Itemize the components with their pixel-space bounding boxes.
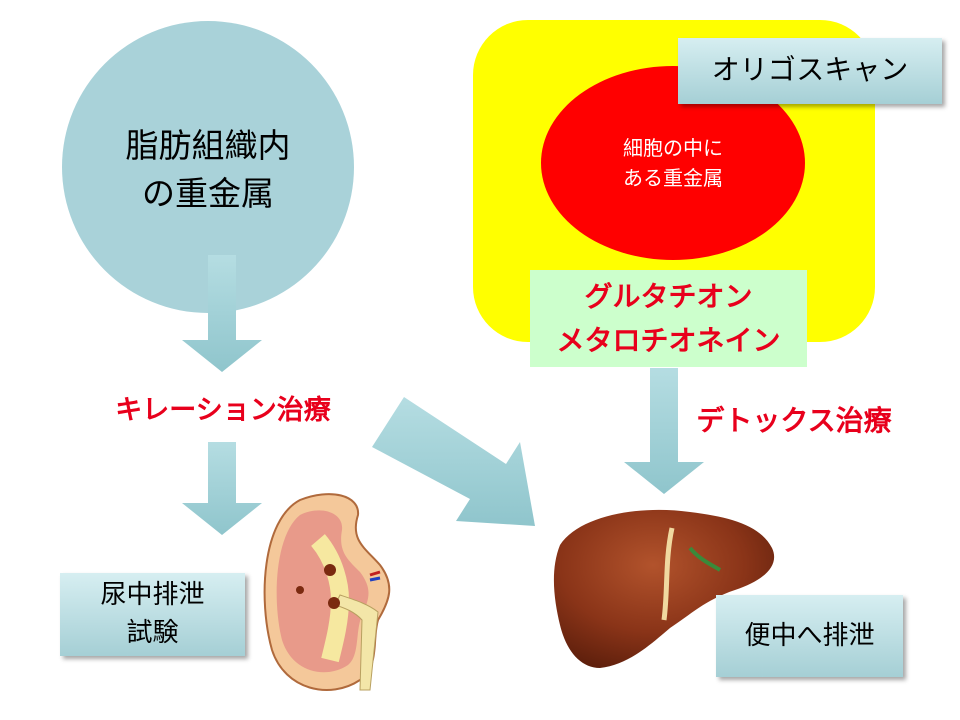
arrow-diagonal (372, 397, 535, 526)
urine-box-text: 尿中排泄 試験 (100, 580, 205, 648)
detox-label: デトックス治療 (696, 404, 892, 437)
kidney-image (263, 493, 391, 691)
liver-image (553, 509, 775, 668)
arrow-down-1 (182, 255, 262, 372)
arrow-down-3 (624, 368, 704, 494)
stool-box-text: 便中へ排泄 (744, 621, 875, 651)
fat-tissue-text: 脂肪組織内 の重金属 (125, 126, 291, 213)
chelation-label: キレーション治療 (115, 395, 331, 426)
arrow-down-2 (182, 442, 262, 535)
stool-box-shape (716, 595, 903, 677)
oligoscan-label: オリゴスキャン (711, 53, 909, 86)
urine-box-shape (60, 573, 245, 656)
cell-text: 細胞の中に ある重金属 (623, 136, 723, 190)
fat-tissue-circle (62, 21, 354, 313)
cell-red-ellipse (541, 66, 805, 260)
glutathione-box-shape (530, 270, 807, 367)
glutathione-text: グルタチオン メタロチオネイン (556, 280, 781, 357)
oligoscan-box-shape (678, 38, 942, 104)
